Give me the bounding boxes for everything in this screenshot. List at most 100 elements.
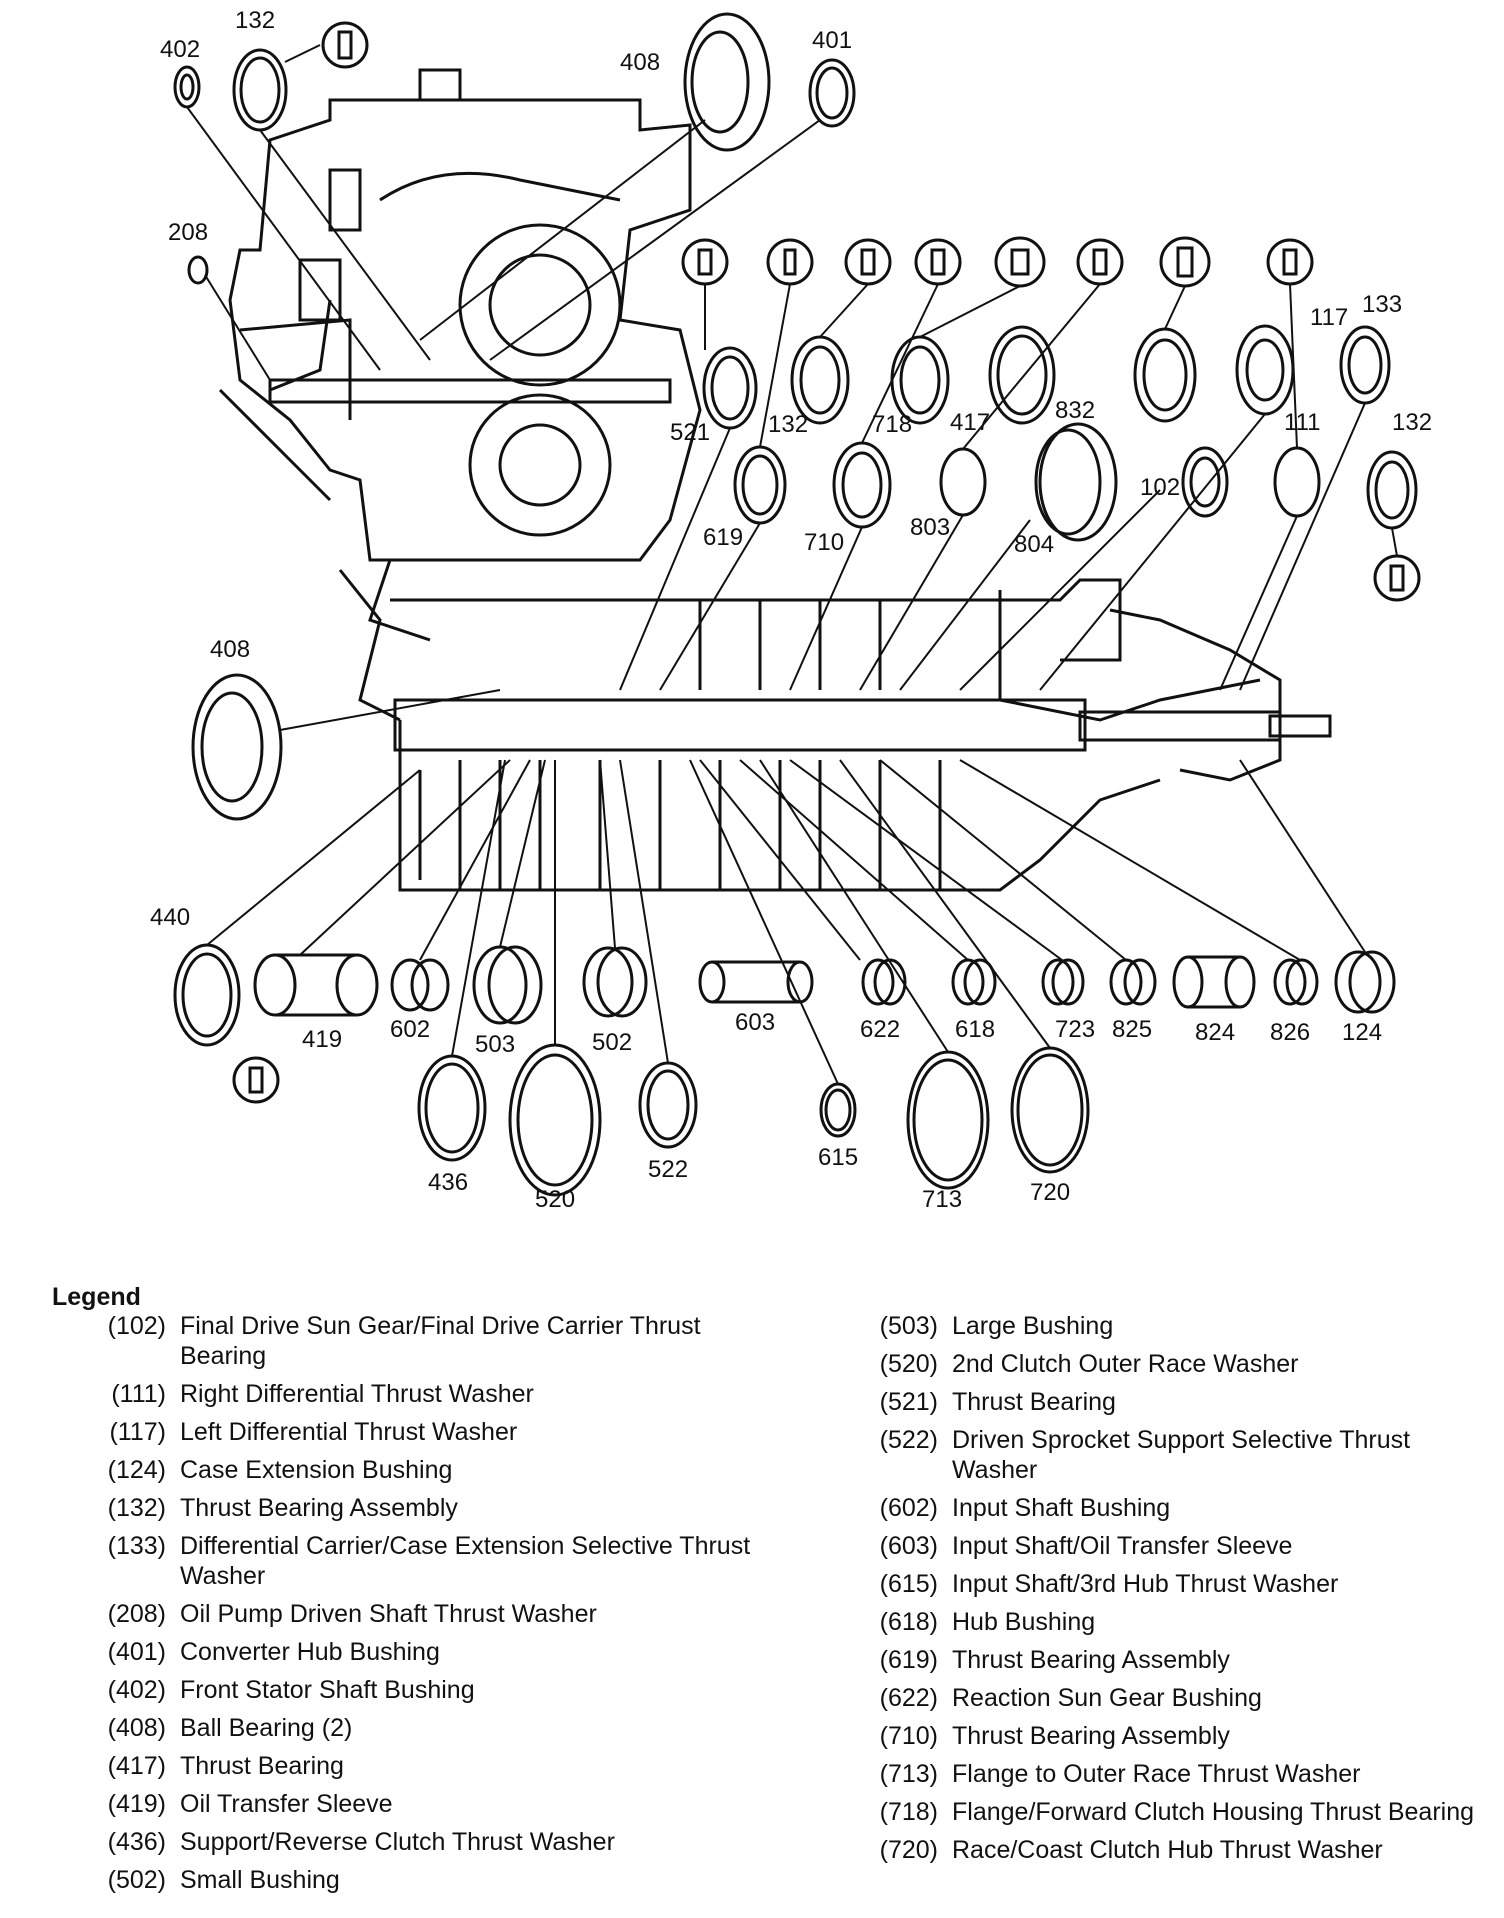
legend-description: Thrust Bearing Assembly: [952, 1646, 1230, 1674]
ring-102: [1181, 446, 1229, 518]
legend-description: Input Shaft/3rd Hub Thrust Washer: [952, 1570, 1339, 1598]
legend-entry: (132)Thrust Bearing Assembly: [82, 1493, 782, 1523]
legend-code: (401): [107, 1638, 166, 1666]
ring-132-mid: [733, 445, 787, 525]
washer-436: [417, 1054, 487, 1162]
ring-832: [1034, 422, 1118, 542]
legend-description: Oil Pump Driven Shaft Thrust Washer: [180, 1600, 597, 1628]
legend-description: Large Bushing: [952, 1312, 1114, 1340]
callout-615: 615: [818, 1144, 858, 1171]
legend-entry: (401) Converter Hub Bushing: [82, 1637, 782, 1667]
ring-402: [173, 65, 201, 109]
legend-description: Small Bushing: [180, 1866, 340, 1894]
legend-entry: (124)Case Extension Bushing: [82, 1455, 782, 1485]
legend-code: (503): [879, 1312, 938, 1340]
sleeve-419: [253, 953, 379, 1017]
callout-208: 208: [168, 219, 208, 246]
legend-code: (619): [879, 1646, 938, 1674]
callout-520: 520: [535, 1186, 575, 1213]
ring-521: [702, 346, 758, 430]
legend-code: (402): [107, 1676, 166, 1704]
legend-code: (436): [107, 1828, 166, 1856]
legend-description: Flange/Forward Clutch Housing Thrust Bea…: [952, 1798, 1475, 1826]
legend-entry: (436) Support/Reverse Clutch Thrust Washe…: [82, 1827, 782, 1857]
section-symbol: [994, 236, 1046, 288]
section-symbol: [1159, 236, 1211, 288]
legend-code: (117): [109, 1418, 166, 1446]
legend-description: 2nd Clutch Outer Race Washer: [952, 1350, 1299, 1378]
section-symbol: [232, 1056, 280, 1104]
legend-code: (111): [111, 1380, 166, 1408]
callout-402: 402: [160, 36, 200, 63]
sleeve-824: [1172, 955, 1256, 1009]
legend-description: Support/Reverse Clutch Thrust Washer: [180, 1828, 615, 1856]
callout-521: 521: [670, 419, 710, 446]
callout-132: 132: [768, 411, 808, 438]
legend-description: Left Differential Thrust Washer: [180, 1418, 518, 1446]
legend-description: Front Stator Shaft Bushing: [180, 1676, 475, 1704]
legend-code: (102): [107, 1312, 166, 1340]
bushing-622: [861, 958, 907, 1006]
legend-entry: (603)Input Shaft/Oil Transfer Sleeve: [854, 1531, 1494, 1561]
callout-117: 117: [1310, 304, 1348, 331]
ring-mid-5: [1133, 327, 1197, 423]
legend-code: (615): [879, 1570, 938, 1598]
legend-right-column: (503) Large Bushing (520)2nd Clutch Outer …: [854, 1311, 1494, 1873]
bushing-503: [472, 945, 543, 1025]
callout-408: 408: [210, 636, 250, 663]
legend-code: (408): [107, 1714, 166, 1742]
legend-entry: (502)Small Bushing: [82, 1865, 782, 1895]
legend-description: Converter Hub Bushing: [180, 1638, 440, 1666]
callout-723: 723: [1055, 1016, 1095, 1043]
ring-440: [173, 943, 241, 1047]
transmission-housing: [218, 68, 1282, 892]
legend-entry: (133) Differential Carrier/Case Extension…: [82, 1531, 782, 1591]
callout-132: 132: [1392, 409, 1432, 436]
legend-entry: (615) Input Shaft/3rd Hub Thrust Washer: [854, 1569, 1494, 1599]
ring-132-top: [232, 48, 288, 132]
legend-entry: (602)Input Shaft Bushing: [854, 1493, 1494, 1523]
legend-description: Differential Carrier/Case Extension Sele…: [180, 1532, 751, 1590]
ring-408-left: [191, 673, 283, 821]
legend-entry: (402) Front Stator Shaft Bushing: [82, 1675, 782, 1705]
legend-entry: (710)Thrust Bearing Assembly: [854, 1721, 1494, 1751]
legend-code: (718): [879, 1798, 938, 1826]
callout-826: 826: [1270, 1019, 1310, 1046]
callout-718: 718: [872, 411, 912, 438]
ring-111: [1273, 446, 1321, 518]
section-symbol: [766, 238, 814, 286]
legend-entry: (503) Large Bushing: [854, 1311, 1494, 1341]
legend-code: (133): [107, 1532, 166, 1560]
bushing-502: [582, 946, 648, 1018]
legend-entry: (622)Reaction Sun Gear Bushing: [854, 1683, 1494, 1713]
legend-description: Race/Coast Clutch Hub Thrust Washer: [952, 1836, 1383, 1864]
ring-408-top: [683, 12, 771, 152]
ring-401: [808, 58, 856, 128]
bushing-826: [1273, 958, 1319, 1006]
bushing-124: [1334, 950, 1396, 1014]
legend-entry: (718) Flange/Forward Clutch Housing Thrus…: [854, 1797, 1494, 1827]
legend-left-column: (102)Final Drive Sun Gear/Final Drive Ca…: [82, 1311, 782, 1903]
bushing-602: [390, 958, 450, 1012]
callout-401: 401: [812, 27, 852, 54]
legend-entry: (520)2nd Clutch Outer Race Washer: [854, 1349, 1494, 1379]
callout-419: 419: [302, 1026, 342, 1053]
callout-111: 111: [1284, 409, 1320, 436]
callout-825: 825: [1112, 1016, 1152, 1043]
legend-code: (720): [879, 1836, 938, 1864]
legend-code: (602): [879, 1494, 938, 1522]
legend-description: Case Extension Bushing: [180, 1456, 453, 1484]
section-symbol: [1076, 238, 1124, 286]
sleeve-603: [698, 960, 814, 1004]
legend-entry: (417)Thrust Bearing: [82, 1751, 782, 1781]
callout-102: 102: [1140, 474, 1180, 501]
callout-622: 622: [860, 1016, 900, 1043]
section-symbol: [321, 21, 369, 69]
ring-132-right: [1366, 450, 1418, 530]
legend-code: (419): [107, 1790, 166, 1818]
legend-code: (417): [107, 1752, 166, 1780]
legend-entry: (619) Thrust Bearing Assembly: [854, 1645, 1494, 1675]
callout-408: 408: [620, 49, 660, 76]
legend-description: Thrust Bearing Assembly: [180, 1494, 458, 1522]
legend-entry: (521)Thrust Bearing: [854, 1387, 1494, 1417]
